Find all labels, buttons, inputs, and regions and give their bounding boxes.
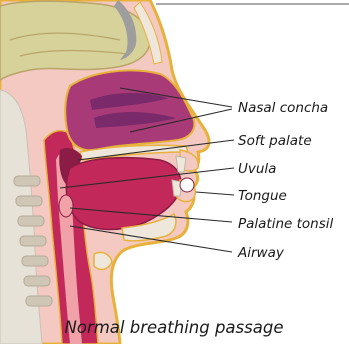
mouth-opening bbox=[180, 178, 194, 192]
label-palatine-tonsil: Palatine tonsil bbox=[238, 216, 334, 232]
label-soft-palate: Soft palate bbox=[238, 133, 312, 149]
caption: Normal breathing passage bbox=[65, 318, 284, 337]
label-tongue: Tongue bbox=[238, 188, 287, 204]
upper-tooth bbox=[176, 156, 186, 172]
label-uvula: Uvula bbox=[238, 161, 276, 177]
label-airway: Airway bbox=[237, 245, 285, 261]
palatine-tonsil-shape bbox=[59, 195, 73, 217]
label-nasal-concha: Nasal concha bbox=[238, 100, 328, 116]
leader-tongue bbox=[196, 192, 234, 195]
